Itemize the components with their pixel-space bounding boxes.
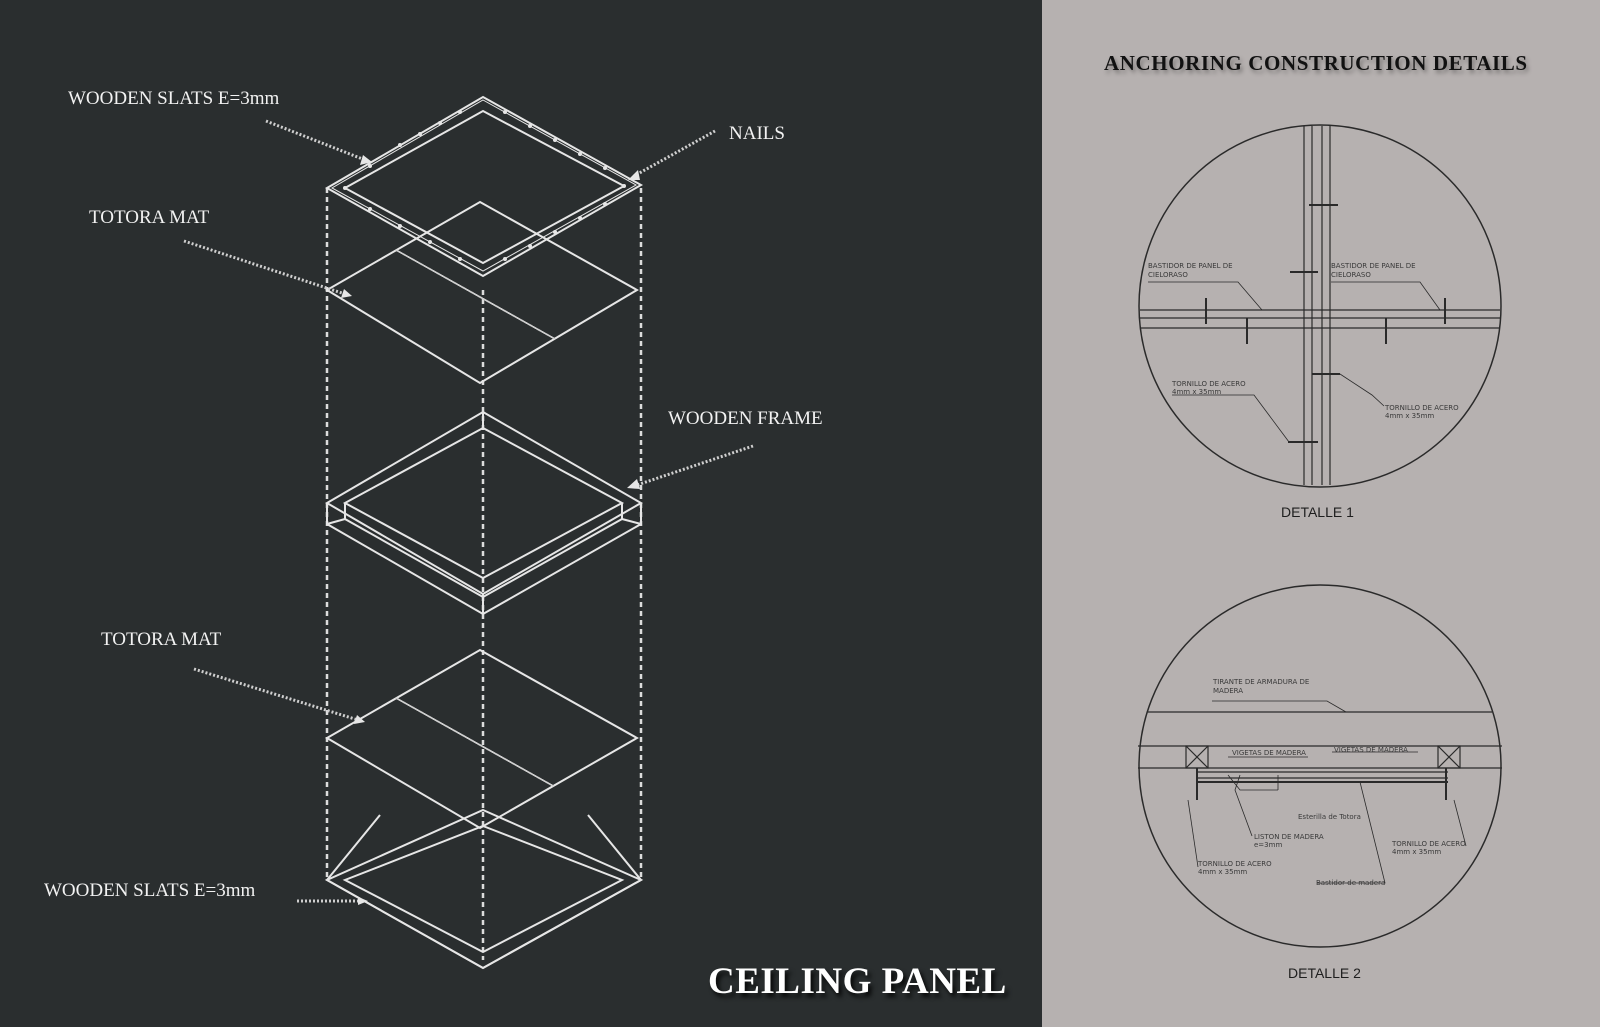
exploded-view-panel <box>0 0 1042 1027</box>
label-wooden-slats-top: WOODEN SLATS E=3mm <box>68 88 280 109</box>
label-totora-mat-top: TOTORA MAT <box>89 207 210 228</box>
bottom-slat-frame <box>324 808 644 970</box>
detail-1-caption: DETALLE 1 <box>1281 504 1354 520</box>
label-wooden-slats-bottom: WOODEN SLATS E=3mm <box>44 880 256 901</box>
wooden-frame <box>325 410 644 616</box>
label-totora-mat-bottom: TOTORA MAT <box>101 629 222 650</box>
leader-arrows <box>183 119 754 903</box>
top-totora-mat <box>325 200 640 385</box>
ceiling-panel-title: CEILING PANEL <box>708 961 1007 1002</box>
anchoring-details-title: ANCHORING CONSTRUCTION DETAILS <box>1104 51 1528 75</box>
detail-2-caption: DETALLE 2 <box>1288 965 1361 981</box>
label-nails: NAILS <box>729 123 785 144</box>
guide-lines <box>325 188 643 960</box>
exploded-isometric-drawing <box>183 95 754 970</box>
top-slat-frame <box>324 95 644 278</box>
label-wooden-frame: WOODEN FRAME <box>668 408 823 429</box>
